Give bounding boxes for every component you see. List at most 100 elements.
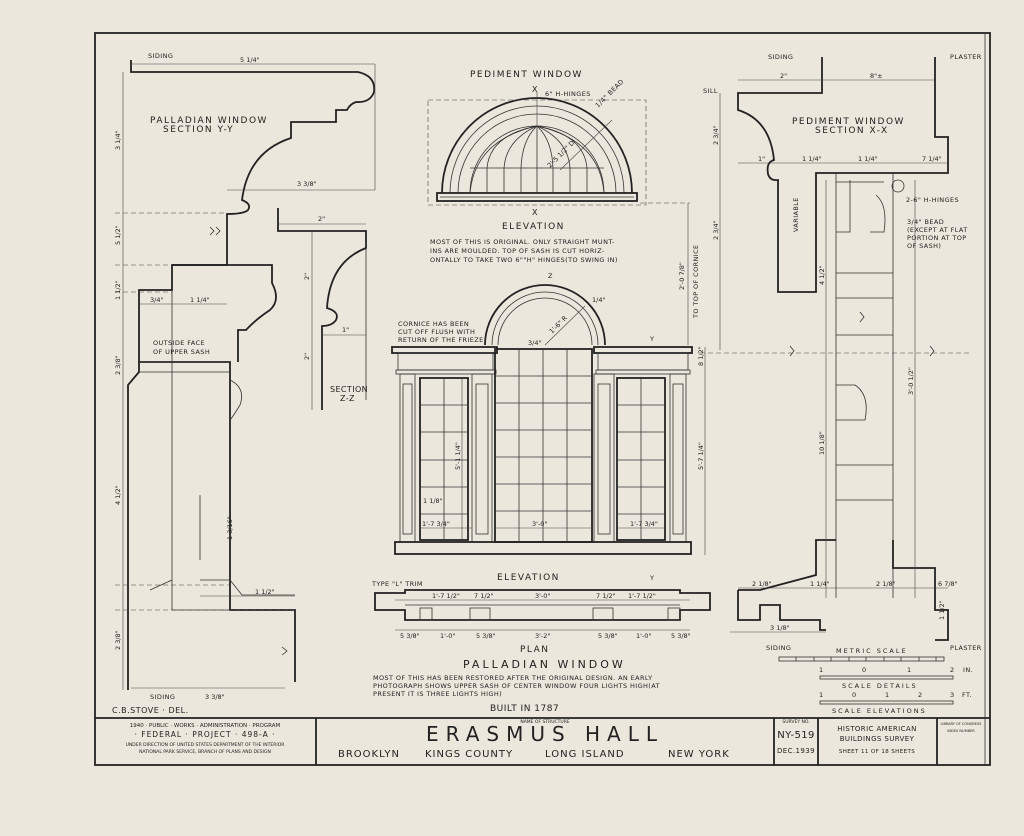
bead-note: (EXCEPT AT FLAT — [907, 226, 968, 234]
scale-tick: 2 — [950, 666, 955, 674]
scale-tick: 1 — [907, 666, 912, 674]
scales: METRIC SCALE 1 0 1 2 IN. SCALE DETAILS 1… — [778, 647, 973, 715]
section-xx-title: PEDIMENT WINDOW — [792, 117, 905, 127]
library-label: INDEX NUMBER — [947, 729, 975, 733]
dim-label: 5 1/4" — [240, 56, 260, 64]
scale-tick: 1 — [819, 666, 824, 674]
y-marker: Y — [649, 335, 654, 343]
plaster-label: PLASTER — [950, 53, 982, 61]
dim-label: 5 1/2" — [114, 225, 122, 245]
scale-tick: 3 — [950, 691, 955, 699]
habs-line: BUILDINGS SURVEY — [840, 735, 915, 743]
federal-project: · FEDERAL · PROJECT · 498-A · — [134, 730, 275, 739]
dim-label: 1 1/2" — [114, 280, 122, 300]
dim-label: 2" — [303, 353, 311, 360]
dim-label: 1 1/2" — [255, 588, 275, 596]
scale-unit: IN. — [963, 666, 973, 674]
plan-label: PLAN — [520, 645, 550, 655]
pediment-elevation-label: ELEVATION — [502, 222, 565, 232]
dim-label: 1 1/8" — [423, 497, 443, 505]
scale-tick: 1 — [885, 691, 890, 699]
dim-label: 4 1/2" — [818, 265, 826, 285]
dim-label: 5 3/8" — [671, 632, 691, 640]
section-yy-subtitle: SECTION Y-Y — [163, 125, 234, 135]
location-city: BROOKLYN — [338, 749, 400, 760]
dim-label: 1/4" — [592, 296, 605, 304]
dim-label: 3'-0 1/2" — [907, 367, 915, 395]
survey-date: DEC.1939 — [777, 747, 815, 755]
dim-label: 2 3/8" — [114, 355, 122, 375]
location-island: LONG ISLAND — [545, 749, 625, 760]
siding-label-top: SIDING — [148, 52, 173, 60]
scale-elevations-label: SCALE ELEVATIONS — [832, 707, 927, 715]
bead-note: OF SASH) — [907, 242, 941, 250]
dim-label: 2" — [780, 72, 787, 80]
dim-label: 2 1/8" — [876, 580, 896, 588]
sheet-number: SHEET 11 OF 18 SHEETS — [839, 749, 915, 755]
hinges-label: 6" H-HINGES — [545, 90, 591, 98]
outer-border — [94, 32, 991, 766]
dim-label: 1'-7 1/2" — [628, 592, 656, 600]
location-state: NEW YORK — [668, 749, 730, 760]
section-zz-subtitle: Z-Z — [340, 394, 355, 403]
x-marker-bottom: X — [532, 208, 538, 217]
siding-label: SIDING — [768, 53, 793, 61]
delineator: C.B.STOVE · DEL. — [112, 706, 189, 715]
cornice-note: CUT OFF FLUSH WITH — [398, 328, 475, 336]
siding-label: SIDING — [766, 644, 791, 652]
section-yy-title: PALLADIAN WINDOW — [150, 116, 268, 126]
dim-label: 3'-0" — [535, 592, 550, 600]
scale-tick: 0 — [852, 691, 857, 699]
section-xx: SIDING PLASTER SILL PEDIMENT WINDOW SECT… — [700, 53, 982, 652]
palladian-window-elevation: CORNICE HAS BEEN CUT OFF FLUSH WITH RETU… — [391, 272, 706, 583]
cornice-note: CORNICE HAS BEEN — [398, 320, 469, 328]
dim-label: 3 3/8" — [205, 693, 225, 701]
dim-label: 3/4" — [528, 339, 541, 347]
scale-tick: 0 — [862, 666, 867, 674]
library-label: LIBRARY OF CONGRESS — [940, 722, 982, 726]
sill-label: SILL — [703, 87, 718, 95]
scale-tick: 2 — [918, 691, 923, 699]
survey-no-label: SURVEY NO. — [782, 719, 809, 725]
metric-scale-label: METRIC SCALE — [836, 647, 908, 655]
siding-label-bottom: SIDING — [150, 693, 175, 701]
dim-label: 5 3/8" — [400, 632, 420, 640]
pediment-note: MOST OF THIS IS ORIGINAL. ONLY STRAIGHT … — [430, 238, 615, 246]
title-block: 1940 · PUBLIC · WORKS · ADMINISTRATION ·… — [126, 719, 983, 760]
dim-label: 2" — [303, 273, 311, 280]
pediment-note: ONTALLY TO TAKE TWO 6""H" HINGES(TO SWIN… — [430, 256, 618, 264]
to-top-of-cornice-note: TO TOP OF CORNICE — [692, 244, 700, 319]
dim-label: 8 1/2" — [697, 346, 705, 366]
dim-label: 3 1/4" — [114, 130, 122, 150]
dim-label: 2" — [318, 215, 325, 223]
scale-unit: FT. — [962, 691, 972, 699]
cornice-note: RETURN OF THE FRIEZE — [398, 336, 484, 344]
habs-line: HISTORIC AMERICAN — [837, 725, 917, 733]
location-county: KINGS COUNTY — [425, 749, 513, 760]
built-date: BUILT IN 1787 — [490, 704, 559, 714]
dim-label: 7 1/4" — [922, 155, 942, 163]
dim-label: 3 1/8" — [770, 624, 790, 632]
outside-face-note: OUTSIDE FACE — [153, 339, 205, 347]
bead-note: 3/4" BEAD — [907, 218, 944, 226]
dim-label: 8"± — [870, 72, 883, 80]
dim-label: 3'-0" — [532, 520, 547, 528]
pediment-note: INS ARE MOULDED. TOP OF SASH IS CUT HORI… — [430, 247, 605, 255]
dim-label: 2 3/4" — [712, 125, 720, 145]
pediment-window-title: PEDIMENT WINDOW — [470, 70, 583, 80]
dim-label: 5'-1 1/4" — [454, 442, 462, 470]
dim-label: 10 1/8" — [818, 431, 826, 455]
dim-label: 7 1/2" — [596, 592, 616, 600]
outside-face-note: OF UPPER SASH — [153, 348, 210, 356]
dim-label: 5'-7 1/4" — [697, 442, 705, 470]
scale-tick: 1 — [819, 691, 824, 699]
palladian-window-title: PALLADIAN WINDOW — [463, 658, 626, 671]
variable-label: VARIABLE — [792, 197, 800, 232]
palladian-note: PHOTOGRAPH SHOWS UPPER SASH OF CENTER WI… — [373, 682, 660, 690]
dim-label: 2 3/8" — [114, 630, 122, 650]
dim-label: 3'-2" — [535, 632, 550, 640]
agency-line: 1940 · PUBLIC · WORKS · ADMINISTRATION ·… — [130, 723, 281, 729]
dim-label: 5 3/8" — [476, 632, 496, 640]
dim-label: 1'-7 1/2" — [432, 592, 460, 600]
